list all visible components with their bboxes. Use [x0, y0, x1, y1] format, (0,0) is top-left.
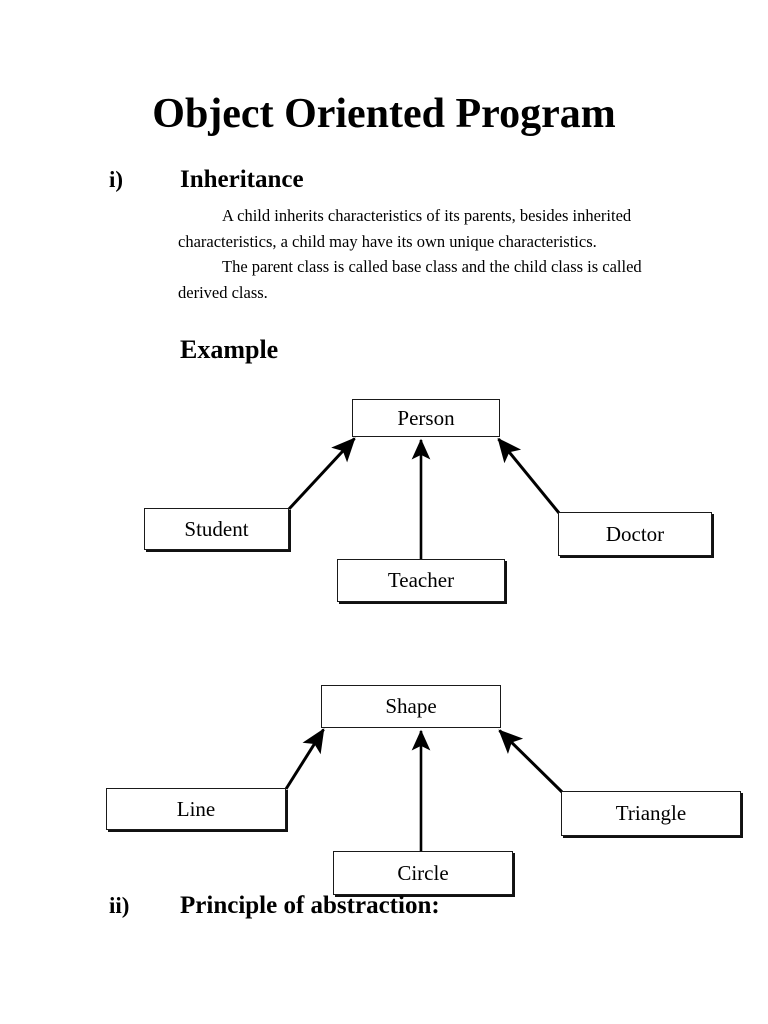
- page-title: Object Oriented Program: [152, 91, 616, 137]
- section-marker: i): [109, 167, 124, 192]
- section-heading-inheritance: i) Inheritance: [109, 166, 304, 194]
- section-heading-text: Principle of abstraction:: [180, 892, 440, 919]
- example-heading: Example: [180, 335, 279, 364]
- section-heading-abstraction: ii) Principle of abstraction:: [109, 892, 440, 920]
- node-box-triangle[interactable]: Triangle: [561, 791, 741, 836]
- node-box-circle[interactable]: Circle: [333, 851, 513, 895]
- node-box-student[interactable]: Student: [144, 508, 289, 550]
- node-box-person[interactable]: Person: [352, 399, 500, 437]
- paragraph-1: A child inherits characteristics of its …: [178, 206, 632, 251]
- node-box-shape[interactable]: Shape: [321, 685, 501, 728]
- paragraph-2: The parent class is called base class an…: [178, 257, 642, 302]
- node-box-line[interactable]: Line: [106, 788, 286, 830]
- node-box-teacher[interactable]: Teacher: [337, 559, 505, 602]
- node-box-doctor[interactable]: Doctor: [558, 512, 712, 556]
- inheritance-body-text: A child inherits characteristics of its …: [178, 203, 654, 305]
- section-heading-text: Inheritance: [180, 166, 304, 193]
- section-marker: ii): [109, 893, 130, 918]
